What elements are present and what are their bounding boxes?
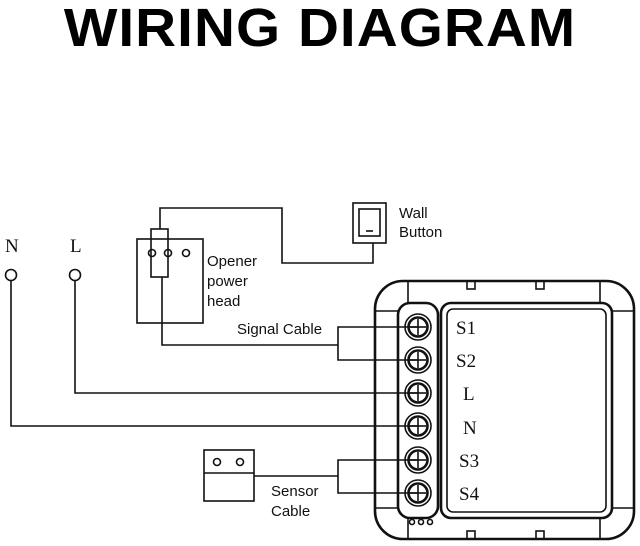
clip-top-right [535, 280, 545, 290]
wall-button-inner [358, 208, 381, 237]
clip-bottom-right [535, 530, 545, 540]
smart-module [373, 279, 636, 541]
screw-s1 [404, 313, 432, 341]
sensor [203, 449, 255, 502]
opener-label-2: power [207, 273, 248, 290]
opener-connector [150, 228, 169, 278]
neutral-terminal [4, 268, 18, 282]
module-outer-case [373, 279, 636, 541]
opener-label-3: head [207, 293, 240, 310]
screw-s2 [404, 346, 432, 374]
module-panel [439, 301, 614, 520]
wall-button-wire [159, 207, 374, 264]
clip-top-left [466, 280, 476, 290]
sensor-cable-fork [337, 459, 418, 494]
opener-power-head [136, 238, 204, 324]
live-wire [74, 281, 418, 394]
live-label: L [70, 236, 82, 257]
terminal-label-n: N [463, 418, 477, 439]
led-dot-3 [426, 518, 434, 526]
terminal-label-s4: S4 [459, 484, 480, 505]
diagram-title: WIRING DIAGRAM [63, 0, 577, 58]
led-dot-2 [417, 518, 425, 526]
terminal-label-s3: S3 [459, 451, 479, 472]
wall-button-label-2: Button [399, 224, 442, 241]
terminal-block [396, 301, 440, 520]
neutral-wire [10, 281, 418, 427]
module-panel-inner [446, 308, 607, 513]
terminal-label-s1: S1 [456, 318, 476, 339]
terminal-label-s2: S2 [456, 351, 476, 372]
screw-s4 [404, 479, 432, 507]
terminal-label-l: L [463, 384, 475, 405]
signal-cable-wire [161, 277, 338, 346]
screw-l [404, 379, 432, 407]
opener-label-1: Opener [207, 253, 257, 270]
sensor-terminal-2 [235, 457, 245, 467]
live-terminal [68, 268, 82, 282]
screw-s3 [404, 446, 432, 474]
sensor-cable-label-1: Sensor [271, 483, 319, 500]
signal-cable-label: Signal Cable [237, 321, 322, 338]
sensor-cable-label-2: Cable [271, 503, 310, 520]
signal-cable-fork [337, 326, 418, 361]
led-dot-1 [408, 518, 416, 526]
sensor-terminal-1 [212, 457, 222, 467]
neutral-label: N [5, 236, 19, 257]
wall-button-label-1: Wall [399, 205, 428, 222]
clip-bottom-left [466, 530, 476, 540]
opener-terminal-1 [147, 248, 157, 258]
opener-terminal-2 [163, 248, 173, 258]
opener-terminal-3 [181, 248, 191, 258]
wall-button [352, 202, 387, 244]
screw-n [404, 412, 432, 440]
